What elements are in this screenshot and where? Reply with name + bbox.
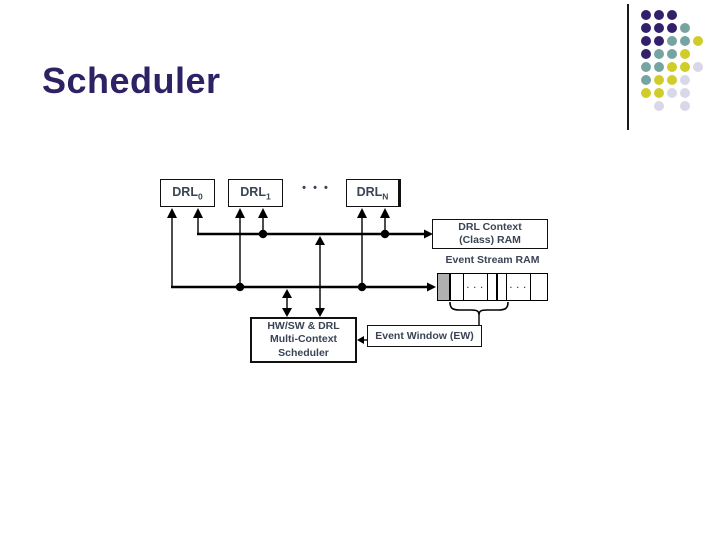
decoration-dot — [654, 23, 664, 33]
page-title: Scheduler — [42, 60, 221, 101]
junction-dot — [258, 229, 268, 239]
decoration-dot — [654, 36, 664, 46]
event-stream-cell: · · · — [507, 274, 531, 300]
junction-dot — [357, 282, 367, 292]
scheduler-line1: HW/SW & DRL — [267, 319, 340, 332]
decoration-dot — [641, 49, 651, 59]
decoration-dot — [641, 10, 651, 20]
scheduler-box: HW/SW & DRL Multi-Context Scheduler — [250, 317, 357, 363]
arrow-up-icon — [357, 208, 367, 218]
arrow-right-icon — [427, 282, 436, 292]
decoration-dot — [654, 62, 664, 72]
decoration-dot — [667, 88, 677, 98]
arrow-up-icon — [193, 208, 203, 218]
decoration-dot — [680, 88, 690, 98]
arrow-up-icon — [235, 208, 245, 218]
drl-context-ram-line1: DRL Context — [458, 220, 522, 233]
decoration-dot — [641, 36, 651, 46]
arrow-up-icon — [315, 236, 325, 245]
decoration-dot — [680, 75, 690, 85]
drl-context-ram-line2: (Class) RAM — [459, 234, 521, 246]
drl-box-n: DRLN — [346, 179, 401, 207]
event-stream-ram-cells: · · · · · · — [437, 273, 548, 301]
decoration-dot — [654, 49, 664, 59]
corner-dots-decoration — [641, 10, 711, 120]
decoration-dot — [667, 49, 677, 59]
decoration-vertical-line — [627, 4, 629, 130]
drl-name: DRL — [240, 184, 266, 199]
decoration-dot — [641, 23, 651, 33]
event-stream-cell — [531, 274, 547, 300]
decoration-dot — [654, 75, 664, 85]
decoration-dot — [667, 62, 677, 72]
event-stream-ram-label: Event Stream RAM — [445, 254, 540, 266]
drl-name: DRL — [356, 184, 383, 199]
drl-box-1-label: DRL1 — [240, 185, 270, 202]
decoration-dot — [667, 75, 677, 85]
junction-dot — [235, 282, 245, 292]
event-window-box: Event Window (EW) — [367, 325, 482, 347]
drl-subscript: 1 — [265, 191, 271, 202]
decoration-dot — [641, 88, 651, 98]
arrow-up-icon — [258, 208, 268, 218]
drl-subscript: 0 — [197, 191, 203, 202]
drl-box-0: DRL0 — [160, 179, 215, 207]
event-stream-cell: · · · — [464, 274, 488, 300]
junction-dot — [380, 229, 390, 239]
drl-context-ram-box: DRL Context (Class) RAM — [432, 219, 548, 249]
decoration-dot — [680, 101, 690, 111]
drl-subscript: N — [382, 191, 389, 202]
event-stream-cell-gray — [438, 274, 451, 300]
drl-box-0-label: DRL0 — [172, 185, 202, 202]
decoration-dot — [680, 49, 690, 59]
drl-name: DRL — [172, 184, 198, 199]
decoration-dot — [654, 88, 664, 98]
decoration-dot — [654, 101, 664, 111]
decoration-dot — [693, 62, 703, 72]
decoration-dot — [680, 23, 690, 33]
event-stream-cell — [488, 274, 498, 300]
arrow-left-icon — [357, 336, 364, 344]
arrow-up-icon — [167, 208, 177, 218]
arrow-down-icon — [315, 308, 325, 317]
brace-icon — [449, 301, 509, 316]
decoration-dot — [667, 23, 677, 33]
arrow-up-icon — [380, 208, 390, 218]
arrow-up-icon — [282, 289, 292, 298]
decoration-dot — [680, 36, 690, 46]
scheduler-line2: Multi-Context — [269, 333, 338, 346]
decoration-dot — [654, 10, 664, 20]
decoration-dot — [641, 62, 651, 72]
drl-box-n-label: DRLN — [357, 185, 389, 202]
arrow-right-icon — [424, 229, 433, 239]
decoration-dot — [680, 62, 690, 72]
decoration-dot — [693, 36, 703, 46]
event-stream-cell — [451, 274, 464, 300]
scheduler-line3: Scheduler — [278, 346, 329, 359]
decoration-dot — [667, 36, 677, 46]
decoration-dot — [641, 75, 651, 85]
decoration-dot — [667, 10, 677, 20]
drl-ellipsis: • • • — [302, 182, 330, 194]
event-stream-cell — [498, 274, 507, 300]
arrow-down-icon — [282, 308, 292, 317]
drl-box-1: DRL1 — [228, 179, 283, 207]
